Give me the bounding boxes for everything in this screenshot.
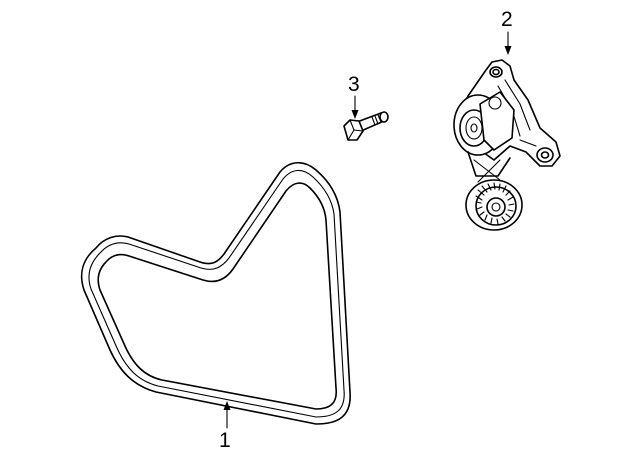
belt-tensioner-assembly[interactable] xyxy=(453,59,561,231)
pulley-ribs xyxy=(475,182,515,225)
callout-2-leader xyxy=(504,31,512,55)
tensioner-side-mount-hole xyxy=(540,151,550,159)
callout-number-3[interactable]: 3 xyxy=(348,73,360,96)
serpentine-belt[interactable] xyxy=(80,161,351,425)
tensioner-spring-housing xyxy=(479,91,515,151)
belt-outer-rib xyxy=(88,169,345,418)
belt-outer-edge xyxy=(80,161,351,425)
pulley-hub xyxy=(486,197,506,217)
callout-1-leader xyxy=(223,401,231,429)
belt-inner-edge xyxy=(97,182,338,410)
callout-number-1[interactable]: 1 xyxy=(219,429,231,452)
callout-3-leader xyxy=(351,95,359,119)
bolt-tip xyxy=(379,111,389,123)
tensioner-top-mount-hole xyxy=(492,68,500,76)
callout-number-2[interactable]: 2 xyxy=(501,8,513,31)
tensioner-pulley-arm xyxy=(467,151,511,177)
tensioner-bolt[interactable] xyxy=(343,111,389,141)
